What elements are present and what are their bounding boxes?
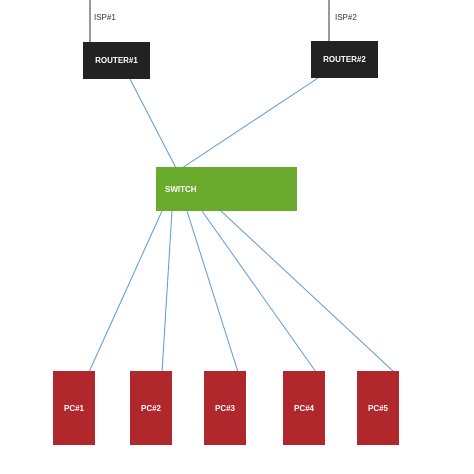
pc-1-label: PC#1 (64, 404, 85, 413)
pc-3-label: PC#3 (215, 404, 236, 413)
pc-2: PC#2 (130, 371, 172, 445)
pc-1: PC#1 (53, 371, 95, 445)
router-1: ROUTER#1 (83, 42, 150, 79)
pc-4-box (283, 371, 325, 445)
pc-5-label: PC#5 (368, 404, 389, 413)
isp1-label: ISP#1 (94, 13, 116, 22)
switch-pc5-link (220, 210, 395, 373)
pc-3-box (204, 371, 246, 445)
pc-5-box (357, 371, 399, 445)
switch-pc2-link (161, 210, 173, 373)
isp2-label: ISP#2 (335, 13, 357, 22)
switch: SWITCH (156, 167, 297, 211)
switch-label: SWITCH (165, 185, 197, 194)
router-2: ROUTER#2 (311, 41, 378, 78)
pc-3: PC#3 (204, 371, 246, 445)
pc-1-box (53, 371, 95, 445)
pc-4: PC#4 (283, 371, 325, 445)
router-2-label: ROUTER#2 (323, 55, 366, 64)
pc-2-label: PC#2 (141, 404, 162, 413)
pc-4-label: PC#4 (294, 404, 315, 413)
router-1-label: ROUTER#1 (95, 56, 138, 65)
switch-pc4-link (201, 210, 317, 373)
router1-switch-link (129, 78, 177, 169)
router-2-box (311, 41, 378, 78)
pc-5: PC#5 (357, 371, 399, 445)
switch-pc1-link (88, 210, 163, 373)
router2-switch-link (181, 77, 319, 169)
router-1-box (83, 42, 150, 79)
switch-box (156, 167, 297, 211)
pc-2-box (130, 371, 172, 445)
switch-pc3-link (186, 210, 239, 373)
